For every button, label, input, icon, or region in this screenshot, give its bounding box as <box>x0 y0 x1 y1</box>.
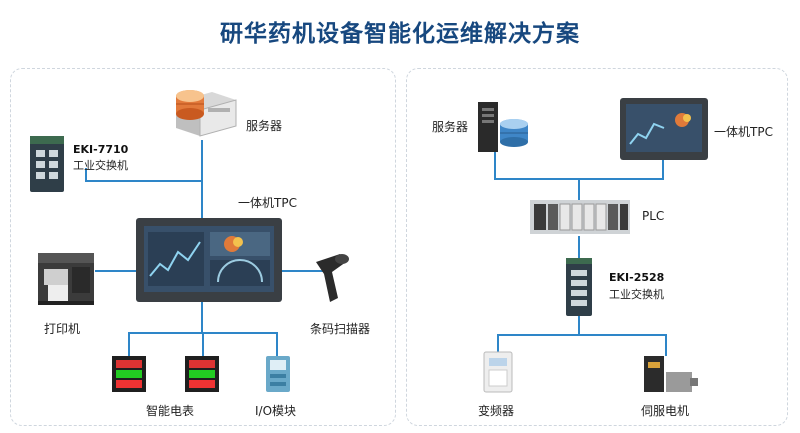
page-title: 研华药机设备智能化运维解决方案 <box>220 21 580 47</box>
smart-meter-icon-2 <box>185 356 219 392</box>
link-plc-switch <box>578 236 580 258</box>
panel-pc-icon <box>136 218 282 302</box>
link-tpc-bottom <box>201 302 203 334</box>
panel-pc-icon-right <box>620 98 708 160</box>
link-switch-bus <box>85 180 203 182</box>
left-server-label: 服务器 <box>246 119 283 133</box>
right-server-label: 服务器 <box>432 120 469 134</box>
io-label: I/O模块 <box>255 404 297 418</box>
barcode-scanner-icon <box>316 254 349 302</box>
inverter-label: 变频器 <box>478 404 515 418</box>
link-tpc-scanner <box>282 270 324 272</box>
left-panel <box>10 68 396 426</box>
link-bottom-bus-r <box>497 334 667 336</box>
plc-icon <box>530 200 630 234</box>
io-module-icon <box>266 356 290 392</box>
plc-label: PLC <box>642 209 665 223</box>
servo-label: 伺服电机 <box>641 404 690 418</box>
scanner-label: 条码扫描器 <box>310 322 371 336</box>
smart-meter-icon <box>112 356 146 392</box>
meter-label: 智能电表 <box>146 404 195 418</box>
link-bus-plc <box>578 178 580 200</box>
link-switch-down <box>85 168 87 182</box>
servo-motor-icon <box>644 356 698 392</box>
inverter-icon <box>483 351 513 393</box>
printer-label: 打印机 <box>44 322 81 336</box>
link-switch-bottom <box>578 316 580 336</box>
link-servo <box>665 334 667 356</box>
server-icon <box>176 90 237 137</box>
link-meter1 <box>128 332 130 358</box>
link-inverter <box>497 334 499 354</box>
server-icon-right <box>478 102 528 152</box>
switch-icon-right <box>566 258 592 316</box>
printer-icon <box>38 253 94 305</box>
link-server-down <box>494 152 496 180</box>
link-printer-tpc <box>95 270 145 272</box>
right-switch-model: EKI-2528 <box>609 271 665 284</box>
switch-icon <box>30 136 64 192</box>
left-switch-model: EKI-7710 <box>73 143 129 156</box>
right-panel <box>406 68 788 426</box>
right-tpc-label: 一体机TPC <box>714 125 773 139</box>
link-tpc-down <box>662 160 664 180</box>
left-switch-name: 工业交换机 <box>73 159 128 172</box>
right-switch-name: 工业交换机 <box>609 288 664 301</box>
link-io <box>276 332 278 356</box>
left-tpc-label: 一体机TPC <box>238 196 297 210</box>
link-meter2 <box>202 332 204 358</box>
